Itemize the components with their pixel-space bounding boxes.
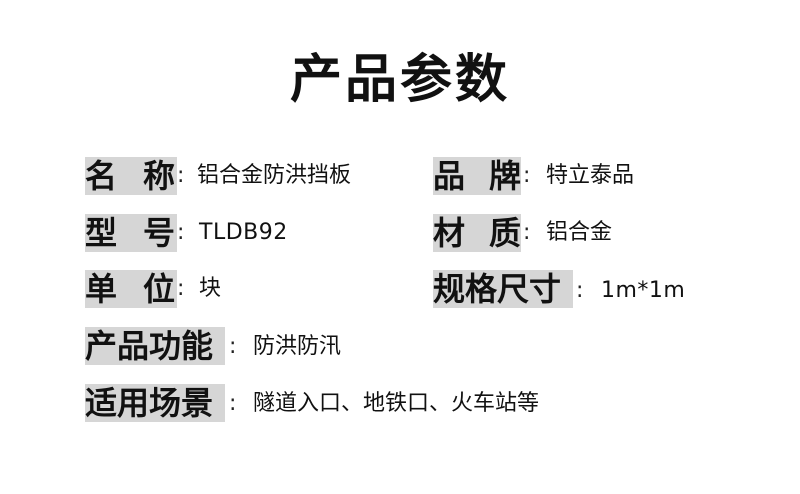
- value-size: 1m*1m: [601, 278, 686, 303]
- colon-model: :: [177, 220, 185, 245]
- value-material: 铝合金: [546, 220, 613, 245]
- value-model: TLDB92: [199, 220, 288, 245]
- colon-function: :: [229, 334, 237, 359]
- label-brand-char-2: 牌: [489, 157, 522, 195]
- value-name: 铝合金防洪挡板: [197, 163, 352, 188]
- value-brand: 特立泰品: [546, 163, 635, 188]
- colon-size: :: [576, 278, 584, 303]
- label-material-char-1: 材: [433, 214, 466, 252]
- label-material: 材 质: [433, 214, 521, 252]
- label-size: 规格尺寸: [433, 270, 573, 308]
- label-unit: 单 位: [85, 270, 177, 308]
- colon-brand: :: [523, 163, 531, 188]
- colon-material: :: [523, 220, 531, 245]
- colon-scenario: :: [229, 391, 237, 416]
- label-model: 型 号: [85, 214, 177, 252]
- colon-unit: :: [177, 276, 185, 301]
- label-material-char-2: 质: [489, 214, 522, 252]
- label-name: 名 称: [85, 157, 177, 195]
- label-model-char-1: 型: [85, 214, 118, 252]
- label-name-char-1: 名: [85, 157, 118, 195]
- label-model-char-2: 号: [143, 214, 176, 252]
- page-title: 产品参数: [289, 50, 510, 110]
- label-function: 产品功能: [85, 327, 225, 365]
- label-unit-char-1: 单: [85, 270, 118, 308]
- label-brand: 品 牌: [433, 157, 521, 195]
- label-brand-char-1: 品: [433, 157, 466, 195]
- label-name-char-2: 称: [143, 157, 176, 195]
- colon-name: :: [177, 163, 185, 188]
- label-scenario: 适用场景: [85, 384, 225, 422]
- label-unit-char-2: 位: [143, 270, 176, 308]
- value-unit: 块: [199, 276, 222, 301]
- value-scenario: 隧道入口、地铁口、火车站等: [253, 391, 540, 416]
- value-function: 防洪防汛: [253, 334, 342, 359]
